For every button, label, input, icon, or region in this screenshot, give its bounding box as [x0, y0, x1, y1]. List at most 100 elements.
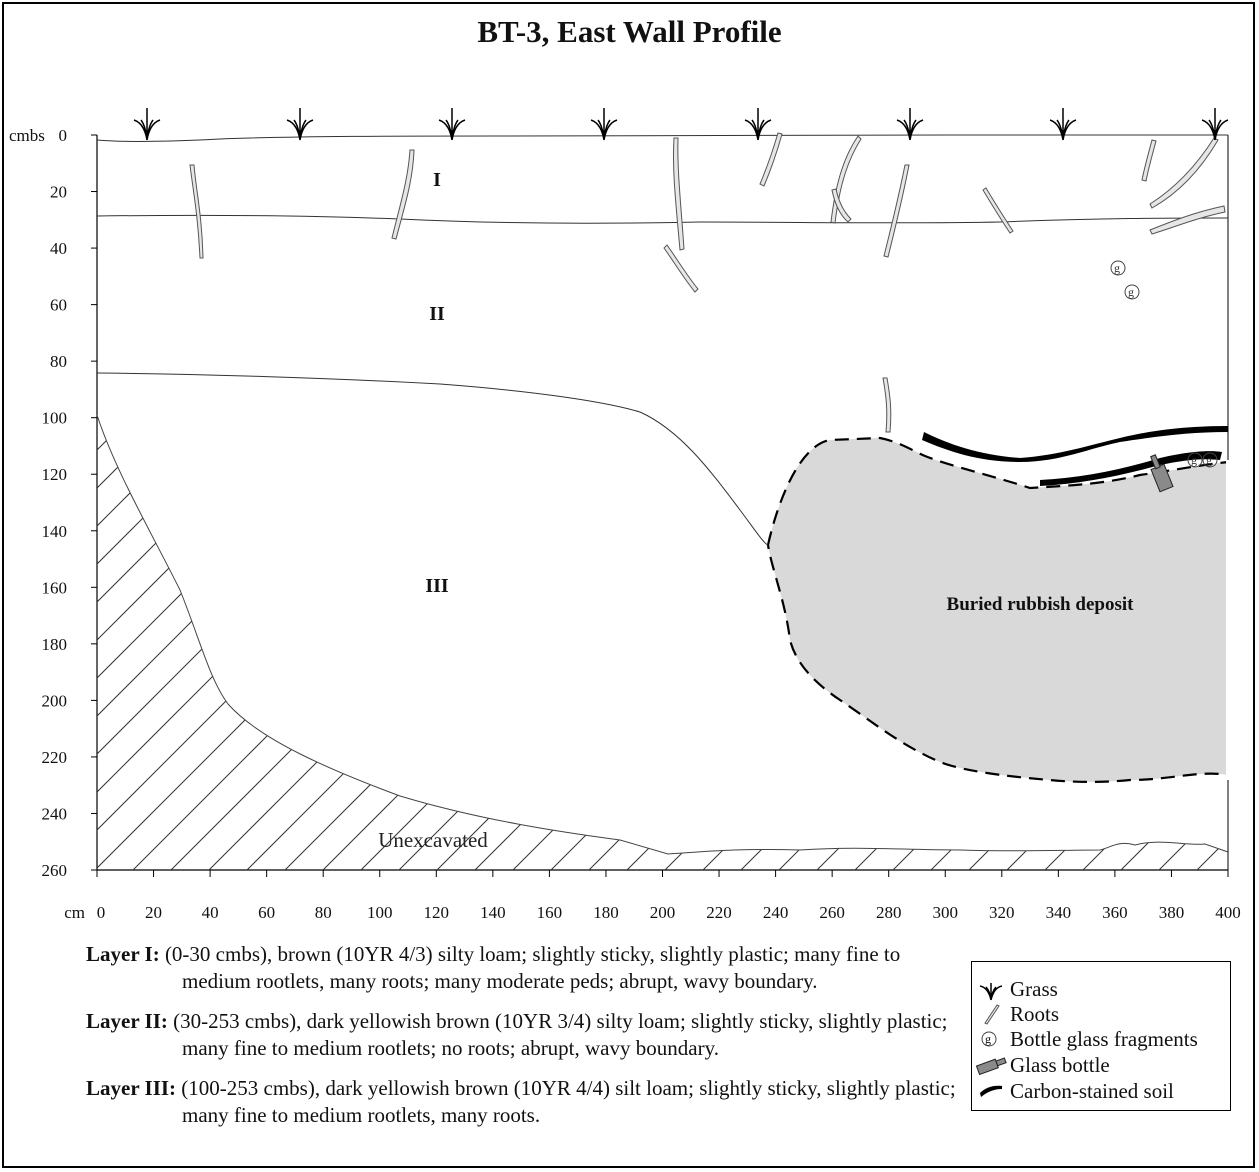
y-tick-label: 240	[42, 804, 68, 823]
svg-text:g: g	[1191, 453, 1197, 467]
y-tick-label: 40	[50, 239, 67, 258]
y-tick-label: 160	[42, 578, 68, 597]
x-tick-label: 320	[989, 903, 1015, 922]
x-tick-label: 400	[1215, 903, 1241, 922]
hatch-line	[0, 170, 35, 870]
grass-icon	[133, 108, 161, 141]
svg-text:g: g	[1206, 453, 1212, 467]
layer-i-label: I	[433, 169, 441, 191]
legend-item-glass-bottle: Glass bottle	[972, 1052, 1110, 1078]
legend-item-roots: Roots	[972, 1001, 1059, 1027]
x-tick-label: 200	[650, 903, 676, 922]
y-tick-label: 140	[42, 522, 68, 541]
glass-fragment-icon: g	[1202, 452, 1218, 468]
legend-item-grass: Grass	[972, 976, 1058, 1002]
legend-item-glass-fragments: g Bottle glass fragments	[972, 1026, 1198, 1052]
hatch-line	[97, 415, 606, 870]
hatch-line	[97, 415, 758, 870]
x-tick-label: 60	[258, 903, 275, 922]
x-axis-unit-label: cm	[64, 903, 85, 922]
hatch-line	[132, 415, 834, 870]
layer-ii-label: II	[429, 303, 445, 325]
y-tick-label: 80	[50, 352, 67, 371]
legend-item-carbon: Carbon-stained soil	[972, 1078, 1174, 1104]
x-tick-label: 80	[315, 903, 332, 922]
carbon-stain-icon	[972, 1078, 1010, 1104]
glass-fragment-icon: g	[1124, 284, 1140, 300]
x-tick-label: 40	[202, 903, 219, 922]
layer-boundaries	[96, 134, 1229, 546]
grass-icon	[972, 976, 1010, 1002]
hatch-line	[97, 415, 720, 870]
layer-description-text: (30-253 cmbs), dark yellowish brown (10Y…	[173, 1009, 948, 1060]
x-tick-label: 380	[1159, 903, 1185, 922]
hatch-line	[97, 415, 226, 870]
hatch-line	[170, 415, 872, 870]
y-tick-label: 200	[42, 691, 68, 710]
y-tick-label: 20	[50, 183, 67, 202]
layer-description-label: Layer II:	[86, 1009, 168, 1033]
layer-iii-label: III	[425, 575, 449, 597]
hatch-line	[97, 415, 264, 870]
soil-profile-diagram: 0 cmbs 20 40 60 80 100 120 140 160 180 200 220 240 260…	[0, 108, 1259, 922]
y-axis-unit-label: cmbs	[9, 126, 45, 145]
layer-descriptions: Layer I: (0-30 cmbs), brown (10YR 4/3) s…	[86, 941, 966, 1142]
y-tick-label: 120	[42, 465, 68, 484]
glass-fragment-icon: g	[1110, 260, 1126, 276]
x-tick-label: 300	[933, 903, 959, 922]
figure-title: BT-3, East Wall Profile	[477, 14, 782, 49]
x-tick-label: 360	[1102, 903, 1128, 922]
roots	[189, 132, 1226, 433]
hatch-line	[1235, 170, 1259, 870]
grass-symbols	[133, 108, 1229, 141]
y-tick-label: 180	[42, 635, 68, 654]
y-tick-label: 100	[42, 409, 68, 428]
hatch-line	[97, 415, 682, 870]
glass-fragment-icon: g	[972, 1026, 1010, 1052]
buried-rubbish-deposit	[766, 436, 1230, 783]
layer-description-label: Layer III:	[86, 1076, 177, 1100]
grass-icon	[590, 108, 618, 141]
svg-text:g: g	[985, 1032, 991, 1046]
svg-text:g: g	[1114, 261, 1120, 275]
legend: Grass Roots g Bottle glass fragments Gla…	[971, 961, 1231, 1111]
y-tick-label: 220	[42, 748, 68, 767]
x-tick-label: 240	[763, 903, 789, 922]
layer-description: Layer II: (30-253 cmbs), dark yellowish …	[86, 1008, 966, 1061]
y-tick-label: 60	[50, 296, 67, 315]
grass-icon	[1201, 108, 1229, 141]
layer-description-text: (0-30 cmbs), brown (10YR 4/3) silty loam…	[164, 942, 901, 993]
x-tick-label: 220	[706, 903, 732, 922]
grass-icon	[286, 108, 314, 141]
x-tick-label: 180	[593, 903, 619, 922]
glass-fragments: g g g g	[1110, 260, 1218, 468]
layer-description-label: Layer I:	[86, 942, 160, 966]
x-tick-label: 100	[367, 903, 393, 922]
hatch-line	[97, 415, 568, 870]
layer-description: Layer III: (100-253 cmbs), dark yellowis…	[86, 1075, 966, 1128]
glass-fragment-icon: g	[1187, 452, 1203, 468]
glass-bottle-icon	[972, 1052, 1010, 1078]
grass-icon	[1049, 108, 1077, 141]
hatch-line	[97, 415, 492, 870]
hatch-line	[97, 415, 796, 870]
y-tick-label: 260	[42, 861, 68, 880]
grass-icon	[896, 108, 924, 141]
root-icon	[972, 1001, 1010, 1027]
hatch-line	[97, 415, 150, 870]
hatch-line	[97, 415, 530, 870]
y-tick-label: 0	[59, 126, 68, 145]
y-axis-ticks: 0 cmbs 20 40 60 80 100 120 140 160 180 200 220 240 260	[9, 126, 97, 880]
carbon-stained-soil	[922, 426, 1228, 486]
layer-description-text: (100-253 cmbs), dark yellowish brown (10…	[181, 1076, 956, 1127]
svg-text:g: g	[1128, 285, 1134, 299]
glass-bottle-symbol	[1150, 454, 1174, 493]
x-tick-label: 340	[1046, 903, 1072, 922]
x-tick-label: 120	[424, 903, 450, 922]
grass-icon	[438, 108, 466, 141]
x-tick-label: 140	[480, 903, 506, 922]
deposit-label: Buried rubbish deposit	[947, 594, 1135, 615]
x-tick-label: 280	[876, 903, 902, 922]
